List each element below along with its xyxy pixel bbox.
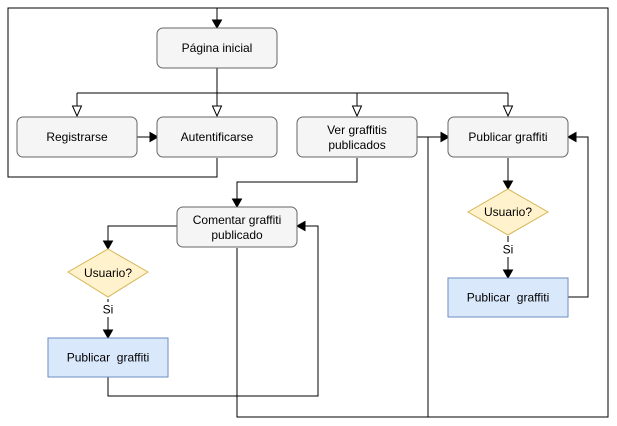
arrowhead-usuario-left-si [102,329,114,340]
edge-publicar-right-loop [568,136,589,298]
arrowhead-autentificarse [211,105,223,118]
node-registrarse[interactable]: Registrarse [16,116,138,158]
arrowhead-ver [351,105,363,118]
node-ver-graffitis-line2: publicados [328,138,385,152]
node-pagina-inicial-label: Página inicial [182,41,253,55]
node-ver-graffitis[interactable]: Ver graffitis publicados [296,116,418,158]
node-comentar-graffiti-line2: publicado [211,228,263,242]
arrowhead-ver-publicar [440,131,451,143]
edge-label-si-right: Si [503,243,514,257]
arrowhead-ver-comentar [231,198,243,209]
edge-ver-comentar [236,158,358,199]
arrowhead-publicar-usuario-right [502,180,514,191]
arrowheads [71,19,577,340]
edge-label-si-left: Si [103,303,114,317]
edge-outer-frame [217,7,609,418]
edge-labels: Si Si [100,242,516,317]
edge-auth-loop [7,7,218,178]
arrowhead-registrarse [71,105,83,118]
node-publicar-graffiti-right[interactable]: Publicar graffiti [447,277,569,318]
node-publicar-graffiti-top[interactable]: Publicar graffiti [447,116,569,158]
node-registrarse-label: Registrarse [46,130,108,144]
arrowhead-registrarse-auth [149,131,160,143]
node-usuario-left[interactable]: Usuario? [67,248,149,298]
node-publicar-graffiti-right-label: Publicar graffiti [467,291,549,305]
node-publicar-graffiti-top-label: Publicar graffiti [468,130,547,144]
arrowhead-publicar-left-loop [295,220,306,232]
node-autentificarse[interactable]: Autentificarse [156,116,278,158]
node-ver-graffitis-line1: Ver graffitis [327,123,387,137]
node-publicar-graffiti-left[interactable]: Publicar graffiti [47,337,169,378]
node-usuario-left-label: Usuario? [84,266,132,280]
node-comentar-graffiti[interactable]: Comentar graffiti publicado [176,206,298,248]
edges [7,7,609,418]
arrowhead-usuario-right-si [502,269,514,280]
arrowhead-publicar-right-loop [566,131,577,143]
node-publicar-graffiti-left-label: Publicar graffiti [67,351,149,365]
edge-publicar-left-loop [107,225,319,397]
arrowhead-comentar-usuario-left [102,240,114,251]
edge-comentar-usuario-left [107,225,177,241]
node-usuario-right-label: Usuario? [484,205,532,219]
arrowhead-publicar [502,105,514,118]
node-pagina-inicial[interactable]: Página inicial [156,27,278,69]
node-autentificarse-label: Autentificarse [181,130,254,144]
node-usuario-right[interactable]: Usuario? [466,188,550,236]
node-comentar-graffiti-line1: Comentar graffiti [193,213,281,227]
arrowhead-entry [211,19,223,30]
